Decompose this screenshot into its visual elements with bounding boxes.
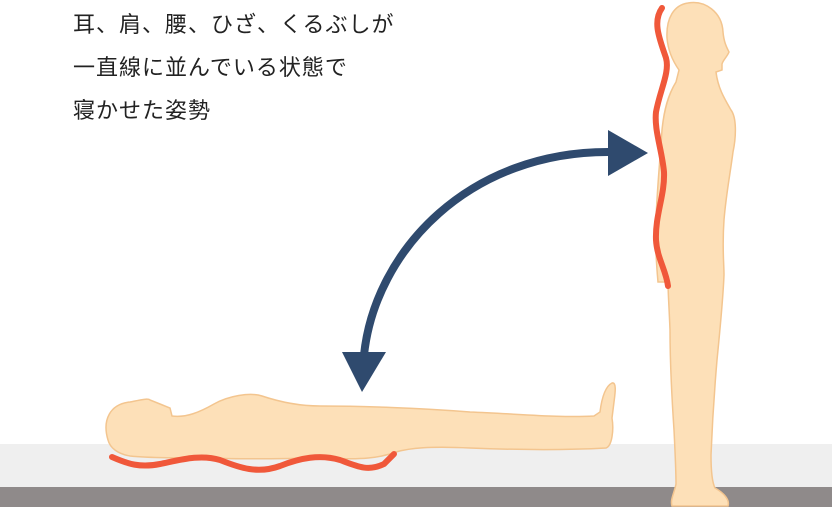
caption: 耳、肩、腰、ひざ、くるぶしが 一直線に並んでいる状態で 寝かせた姿勢: [73, 4, 453, 133]
curved-double-arrow-icon: [342, 130, 648, 392]
lying-body: [105, 382, 616, 460]
caption-line-2: 一直線に並んでいる状態で: [73, 56, 348, 81]
standing-body: [654, 1, 737, 507]
caption-line-1: 耳、肩、腰、ひざ、くるぶしが: [73, 13, 395, 38]
arrowhead-down: [342, 352, 386, 392]
arrowhead-right: [608, 130, 648, 176]
caption-line-3: 寝かせた姿勢: [73, 99, 212, 124]
floor-band: [0, 487, 832, 507]
arrow-curve: [360, 147, 613, 356]
standing-spine-curve: [652, 5, 671, 289]
lying-spine-curve: [109, 451, 397, 473]
lying-person-icon: [105, 382, 616, 473]
standing-person-icon: [652, 1, 737, 507]
